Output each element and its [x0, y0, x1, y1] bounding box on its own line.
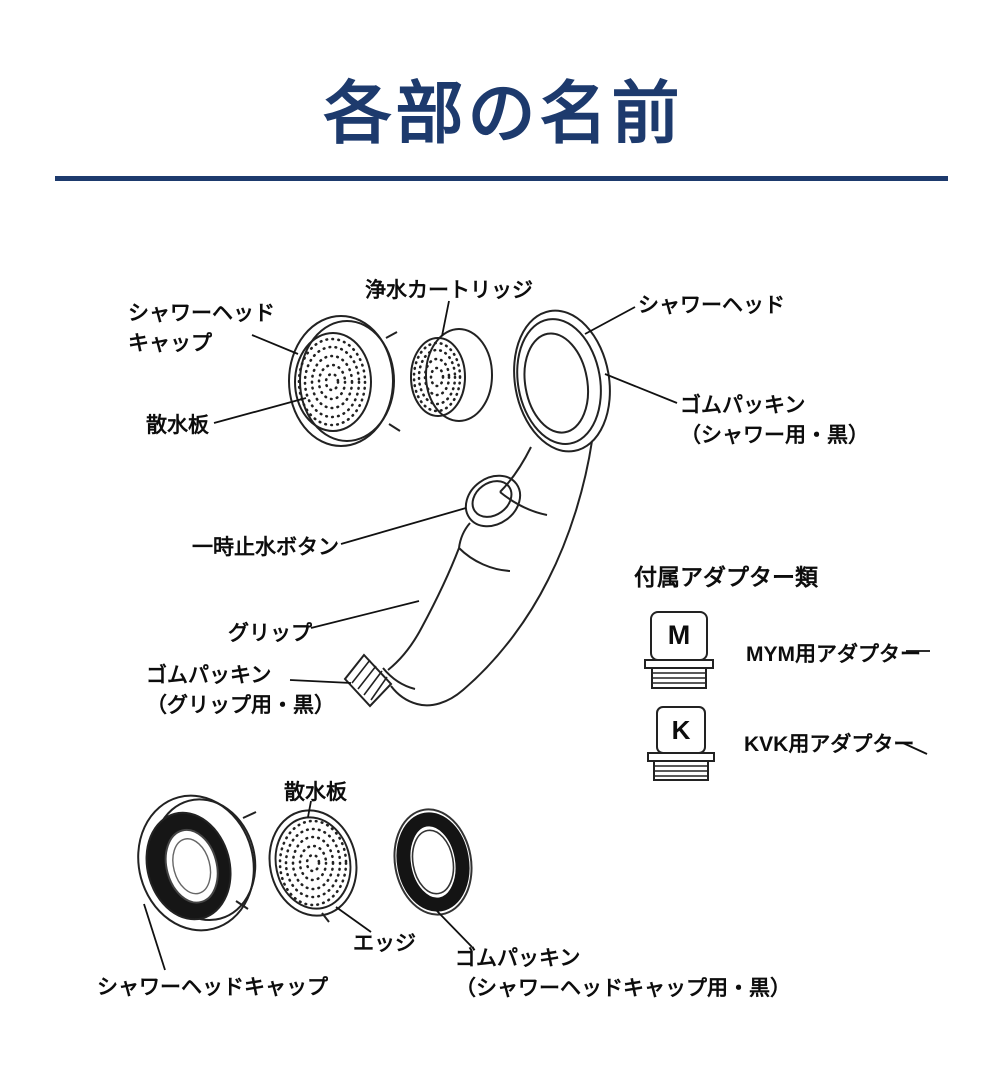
- label-rubber-packing-grip: ゴムパッキン （グリップ用・黒）: [146, 664, 335, 718]
- adapter-kvk-mark: K: [671, 715, 691, 745]
- cartridge-dots: [412, 341, 462, 413]
- label-edge: エッジ: [353, 932, 416, 955]
- label-shower-head-cap-bottom: シャワーヘッドキャップ: [97, 976, 328, 999]
- title-divider: [55, 176, 948, 181]
- label-pause-button: 一時止水ボタン: [192, 536, 339, 559]
- adapter-mym-mark: M: [667, 620, 691, 650]
- drawing-pause-button: [464, 474, 522, 528]
- drawing-rubber-packing-ring: [393, 808, 473, 916]
- drawing-grip-connector: [343, 653, 393, 708]
- drawing-spray-plate-bottom: [268, 809, 358, 923]
- spray-plate-dots-bottom: [278, 819, 348, 907]
- label-adapter-mym: MYM用アダプター: [746, 643, 921, 666]
- drawing-shower-head-cap-bottom: [137, 794, 257, 932]
- page-title: 各部の名前: [323, 76, 684, 152]
- drawing-adapter-kvk: [647, 706, 715, 781]
- label-shower-head-cap-top: シャワーヘッド キャップ: [128, 302, 275, 356]
- label-rubber-packing-shower: ゴムパッキン （シャワー用・黒）: [680, 394, 869, 448]
- label-shower-head: シャワーヘッド: [638, 294, 785, 317]
- label-adapter-kvk: KVK用アダプター: [744, 733, 915, 756]
- drawing-filter-cartridge: [410, 328, 493, 422]
- label-spray-plate-top: 散水板: [146, 414, 209, 437]
- label-filter-cartridge: 浄水カートリッジ: [365, 279, 533, 302]
- drawing-shower-head-cap-top: [288, 315, 401, 447]
- leader-lines: [143, 300, 930, 971]
- drawing-adapter-mym: [644, 611, 714, 689]
- label-spray-plate-bottom: 散水板: [284, 781, 347, 804]
- drawing-shower-head-body: [382, 309, 611, 707]
- spray-plate-dots-top: [297, 337, 367, 427]
- heading-included-adapters: 付属アダプター類: [634, 564, 818, 590]
- label-grip: グリップ: [228, 622, 312, 645]
- label-rubber-packing-cap: ゴムパッキン （シャワーヘッドキャップ用・黒）: [455, 947, 791, 1001]
